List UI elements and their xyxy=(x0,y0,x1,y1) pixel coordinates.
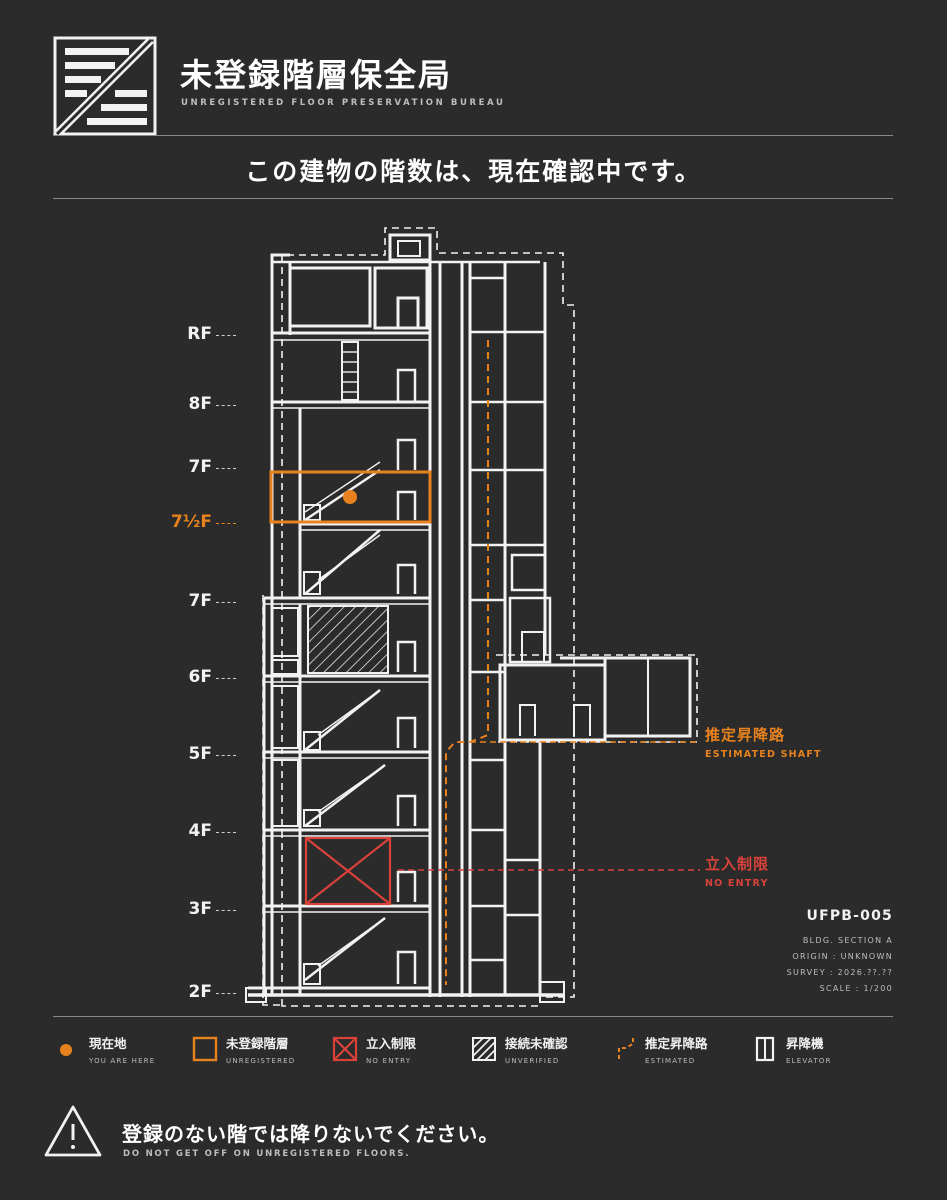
header-divider-top xyxy=(53,135,893,136)
legend-label-en: ESTIMATED xyxy=(645,1057,696,1065)
floor-marker-dash xyxy=(216,468,236,469)
dashed-route-icon xyxy=(618,1038,634,1060)
floor-marker-dash xyxy=(216,832,236,833)
floor-label-5f: 5F xyxy=(188,744,212,764)
legend-label: 接続未確認 xyxy=(505,1036,568,1051)
current-location-marker xyxy=(343,490,357,504)
floor-label-7-half-f: 7½F xyxy=(170,512,212,532)
floor-label-rf: RF xyxy=(187,324,212,344)
unregistered-floor-highlight xyxy=(269,470,432,524)
floor-marker-dash-highlight xyxy=(216,523,236,524)
legend-item-no-entry: 立入制限 NO ENTRY xyxy=(332,1036,416,1067)
legend-item-unregistered: 未登録階層 UNREGISTERED xyxy=(192,1036,295,1067)
no-entry-label-en: NO ENTRY xyxy=(705,878,769,889)
estimated-shaft-label: 推定昇降路 xyxy=(705,726,786,744)
legend-item-unverified: 接続未確認 UNVERIFIED xyxy=(471,1036,568,1067)
stair-flights xyxy=(303,461,386,985)
floor-marker-dash xyxy=(216,335,236,336)
floor-label-2f: 2F xyxy=(188,982,212,1002)
unregistered-floor-square-icon xyxy=(192,1036,218,1062)
legend-divider xyxy=(53,1016,893,1017)
floor-label-7f-upper: 7F xyxy=(188,457,212,477)
main-structure-left-wall xyxy=(270,253,290,995)
bureau-subtitle: UNREGISTERED FLOOR PRESERVATION BUREAU xyxy=(181,98,506,108)
warning-triangle-icon xyxy=(44,1105,102,1157)
no-entry-zone xyxy=(304,836,392,906)
no-entry-crossed-box-icon xyxy=(332,1036,358,1062)
unverified-connection-area xyxy=(307,605,389,674)
info-scale: SCALE : 1/200 xyxy=(819,984,893,993)
floor-marker-dash xyxy=(216,993,236,994)
info-origin: ORIGIN : UNKNOWN xyxy=(792,952,893,961)
legend-label-en: UNVERIFIED xyxy=(505,1057,560,1065)
floor-label-8f: 8F xyxy=(188,394,212,414)
legend-label: 昇降機 xyxy=(786,1036,824,1051)
legend-label: 未登録階層 xyxy=(226,1036,289,1051)
bureau-logo-icon xyxy=(53,36,157,136)
legend-label-en: NO ENTRY xyxy=(366,1057,412,1065)
info-section: BLDG. SECTION A xyxy=(802,936,893,945)
floor-marker-dash xyxy=(216,405,236,406)
estimated-shaft-label-en: ESTIMATED SHAFT xyxy=(705,749,822,760)
page-headline: この建物の階数は、現在確認中です。 xyxy=(245,157,702,186)
legend-label-en: UNREGISTERED xyxy=(226,1057,296,1065)
no-entry-label: 立入制限 xyxy=(705,855,770,873)
legend-label-en: YOU ARE HERE xyxy=(89,1057,156,1065)
floor-doors xyxy=(396,368,417,984)
estimated-shaft-route xyxy=(445,340,489,985)
building-section-diagram xyxy=(245,227,700,1007)
floor-marker-dash xyxy=(216,678,236,679)
warning-message-en: DO NOT GET OFF ON UNREGISTERED FLOORS. xyxy=(123,1149,411,1159)
legend-item-current-location: 現在地 YOU ARE HERE xyxy=(55,1036,155,1067)
bureau-title: 未登録階層保全局 xyxy=(180,56,453,94)
elevator-icon xyxy=(755,1036,775,1062)
floor-marker-dash xyxy=(216,755,236,756)
legend-item-estimated: 推定昇降路 ESTIMATED xyxy=(611,1036,708,1067)
floor-label-3f: 3F xyxy=(188,899,212,919)
legend-label: 現在地 xyxy=(89,1036,127,1051)
legend-label-en: ELEVATOR xyxy=(786,1057,832,1065)
hatched-square-icon xyxy=(472,1037,496,1061)
floor-label-4f: 4F xyxy=(188,821,212,841)
document-code: UFPB-005 xyxy=(806,908,893,924)
legend-item-elevator: 昇降機 ELEVATOR xyxy=(752,1036,832,1067)
side-wing xyxy=(498,656,692,742)
floor-marker-dash xyxy=(216,602,236,603)
floor-label-7f-lower: 7F xyxy=(188,591,212,611)
legend-label: 推定昇降路 xyxy=(645,1036,708,1051)
header-divider-bottom xyxy=(53,198,893,199)
warning-message: 登録のない階では降りないでください。 xyxy=(122,1122,500,1146)
legend-label: 立入制限 xyxy=(366,1036,417,1051)
wing-envelope-outline xyxy=(496,654,698,743)
floor-marker-dash xyxy=(216,910,236,911)
current-location-dot-icon xyxy=(60,1044,72,1056)
floor-label-6f: 6F xyxy=(188,667,212,687)
roof-penthouse xyxy=(388,233,432,262)
info-survey: SURVEY : 2026.??.?? xyxy=(786,968,893,977)
